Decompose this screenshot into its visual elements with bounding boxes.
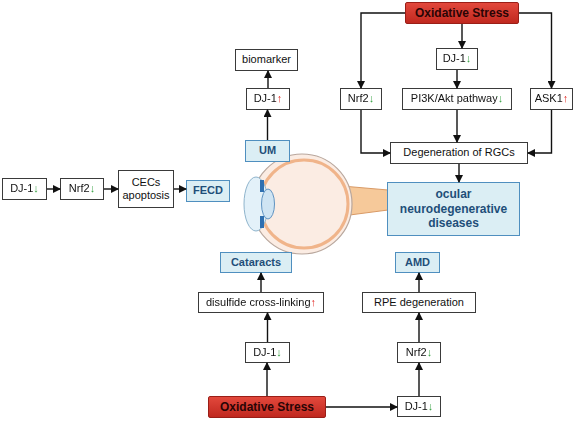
protein-box: DJ-1↓	[245, 342, 290, 363]
protein-box: DJ-1↓	[2, 178, 47, 200]
flow-arrow	[461, 24, 462, 48]
flow-arrow	[104, 188, 118, 189]
flow-arrow	[174, 188, 186, 189]
node-label: Nrf2↓	[69, 182, 95, 195]
node-label: DJ-1↓	[443, 52, 472, 65]
flow-arrow	[267, 71, 268, 88]
node-label: Cataracts	[231, 256, 281, 269]
node-label: UM	[259, 144, 276, 157]
disease-box: AMD	[395, 252, 440, 273]
node-label: CECs apoptosis	[119, 176, 173, 202]
flow-arrow	[361, 13, 405, 88]
node-label: Oxidative Stress	[415, 6, 509, 20]
flow-arrow	[519, 13, 552, 88]
flow-arrow	[456, 70, 457, 88]
protein-box: Nrf2↓	[60, 178, 104, 200]
process-box: disulfide cross-linking↑	[198, 292, 324, 313]
flow-arrow	[266, 363, 267, 396]
node-label: Degeneration of RGCs	[403, 146, 514, 159]
node-label: RPE degeneration	[374, 296, 464, 309]
node-label: DJ-1↓	[253, 346, 282, 359]
process-box: RPE degeneration	[362, 292, 476, 313]
stress-box: Oxidative Stress	[208, 396, 326, 418]
node-label: Nrf2↓	[348, 92, 374, 105]
iris-upper	[260, 180, 264, 192]
eyeball	[252, 154, 352, 254]
node-label: biomarker	[242, 53, 291, 66]
flow-arrow	[47, 188, 60, 189]
protein-box: Nrf2↓	[340, 88, 382, 110]
protein-box: DJ-1↑	[246, 88, 290, 110]
flow-arrow	[418, 273, 419, 292]
node-label: DJ-1↓	[10, 182, 39, 195]
protein-box: Nrf2↓	[397, 342, 441, 363]
flow-arrow	[456, 110, 457, 142]
flow-arrow	[418, 363, 419, 396]
protein-box: DJ-1↓	[397, 396, 441, 417]
flow-arrow	[418, 313, 419, 342]
stress-box: Oxidative Stress	[405, 2, 519, 24]
node-label: Nrf2↓	[406, 346, 432, 359]
flow-arrow	[260, 273, 261, 292]
pathway-box: PI3K/Akt pathway↓	[402, 88, 512, 110]
node-label: DJ-1↓	[405, 400, 434, 413]
node-label: AMD	[405, 256, 430, 269]
process-box: Degeneration of RGCs	[390, 142, 528, 164]
node-label: PI3K/Akt pathway↓	[411, 92, 503, 105]
node-label: ASK1↑	[535, 92, 569, 105]
flow-arrow	[361, 110, 390, 153]
flow-arrow	[267, 110, 268, 140]
node-label: Oxidative Stress	[220, 400, 314, 414]
disease-box: UM	[245, 140, 290, 162]
retina-layer	[260, 160, 348, 248]
outcome-box: biomarker	[235, 49, 298, 71]
protein-box: ASK1↑	[530, 88, 573, 110]
node-label: FECD	[193, 184, 223, 197]
node-label: disulfide cross-linking↑	[206, 296, 316, 309]
node-label: ocular neurodegenerative diseases	[388, 187, 519, 230]
protein-box: DJ-1↓	[436, 48, 478, 70]
flow-arrow	[528, 110, 552, 153]
flow-arrow	[458, 164, 459, 182]
process-box: CECs apoptosis	[118, 170, 174, 208]
node-label: DJ-1↑	[254, 92, 283, 105]
disease-box: ocular neurodegenerative diseases	[387, 182, 520, 236]
disease-box: Cataracts	[220, 252, 292, 273]
lens	[262, 189, 275, 219]
iris-lower	[260, 216, 264, 228]
flow-arrow	[267, 313, 268, 342]
flow-arrow	[326, 406, 397, 407]
disease-box: FECD	[186, 180, 230, 202]
